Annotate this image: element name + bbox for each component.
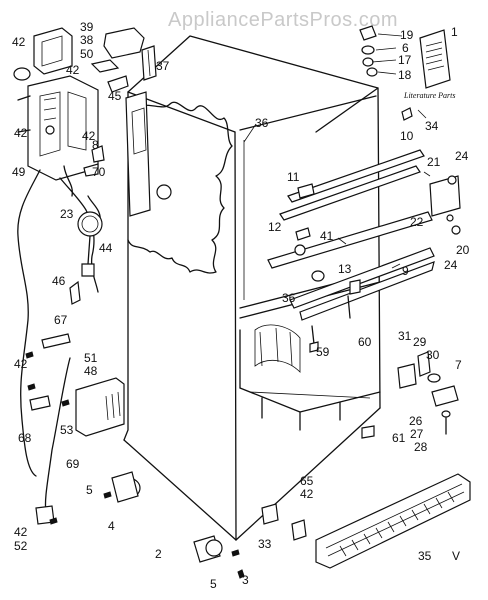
callout-4: 4 (108, 519, 115, 533)
callout-70: 70 (92, 165, 106, 179)
callout-18: 18 (398, 68, 412, 82)
callout-27: 27 (410, 427, 424, 441)
callout-20: 20 (456, 243, 470, 257)
callout-37: 37 (156, 59, 170, 73)
callout-68: 68 (18, 431, 32, 445)
callout-42e: 42 (14, 357, 28, 371)
small-parts-cluster-left (13, 59, 129, 177)
callout-30: 30 (426, 348, 440, 362)
callout-36a: 36 (255, 116, 269, 130)
callout-10: 10 (400, 129, 414, 143)
callout-46: 46 (52, 274, 66, 288)
callout-1: 1 (451, 25, 458, 39)
callout-17: 17 (398, 53, 412, 67)
divider-hardware (294, 183, 361, 353)
callout-38: 38 (80, 33, 94, 47)
grille-clips (261, 503, 307, 541)
callout-48: 48 (84, 364, 98, 378)
callout-8: 8 (92, 138, 99, 152)
callout-28: 28 (414, 440, 428, 454)
literature-parts-label: Literature Parts (403, 91, 455, 100)
watermark: AppliancePartsPros.com (168, 9, 398, 31)
callout-59: 59 (316, 345, 330, 359)
callout-23: 23 (60, 207, 74, 221)
breaker-strip-upper (279, 149, 425, 221)
callout-5a: 5 (86, 483, 93, 497)
screws (25, 351, 245, 579)
leader-lines (243, 33, 431, 269)
callout-12: 12 (268, 220, 282, 234)
callout-50: 50 (80, 47, 94, 61)
callout-6: 6 (402, 41, 409, 55)
callout-42b: 42 (66, 63, 80, 77)
roller-assembly (111, 471, 141, 503)
callout-42a: 42 (12, 35, 26, 49)
toe-grille (315, 473, 471, 569)
callout-44: 44 (99, 241, 113, 255)
compressor-parts-left (29, 280, 81, 525)
callout-21: 21 (427, 155, 441, 169)
callout-42d: 42 (82, 129, 96, 143)
callout-34: 34 (425, 119, 439, 133)
control-housing (27, 75, 99, 181)
callout-11: 11 (287, 170, 300, 184)
callout-7: 7 (455, 358, 462, 372)
callout-36b: 36 (282, 291, 296, 305)
hinge-bracket-right (429, 175, 461, 235)
callout-41: 41 (320, 229, 334, 243)
callout-31: 31 (398, 329, 412, 343)
callout-51: 51 (84, 351, 98, 365)
leveling-leg-assembly (193, 535, 223, 563)
callout-26: 26 (409, 414, 423, 428)
callout-9: 9 (402, 264, 409, 278)
callout-49: 49 (12, 165, 26, 179)
control-bracket-top (33, 27, 73, 75)
callout-52: 52 (14, 539, 28, 553)
callout-labels: 1 2 3 4 5 5 6 7 8 9 10 11 12 13 17 18 19… (12, 20, 470, 591)
callout-53: 53 (60, 423, 74, 437)
light-shield (125, 91, 172, 217)
callout-33: 33 (258, 537, 272, 551)
callout-2: 2 (155, 547, 162, 561)
callout-3: 3 (242, 573, 249, 587)
callout-42c: 42 (14, 126, 28, 140)
callout-19: 19 (400, 28, 414, 42)
callout-69: 69 (66, 457, 80, 471)
callout-45: 45 (108, 89, 122, 103)
literature-parts: Literature Parts (403, 29, 455, 100)
lower-hinge-assembly (361, 351, 459, 439)
callout-60: 60 (358, 335, 372, 349)
light-assembly-top (103, 27, 157, 81)
wiring-harness (17, 165, 103, 477)
callout-67: 67 (54, 313, 68, 327)
callout-5b: 5 (210, 577, 217, 591)
callout-61: 61 (392, 431, 406, 445)
electrical-box (75, 377, 125, 437)
callout-42g: 42 (300, 487, 314, 501)
top-small-parts-right (359, 25, 413, 121)
callout-24a: 24 (455, 149, 469, 163)
callout-22: 22 (410, 215, 424, 229)
callout-42f: 42 (14, 525, 28, 539)
trailing-mark: V (452, 549, 460, 563)
callout-29: 29 (413, 335, 427, 349)
callout-35: 35 (418, 549, 432, 563)
breaker-strip-lower (267, 211, 435, 321)
cabinet-shell (123, 35, 381, 541)
callout-13: 13 (338, 262, 352, 276)
callout-65: 65 (300, 474, 314, 488)
callout-24b: 24 (444, 258, 458, 272)
callout-39: 39 (80, 20, 94, 34)
